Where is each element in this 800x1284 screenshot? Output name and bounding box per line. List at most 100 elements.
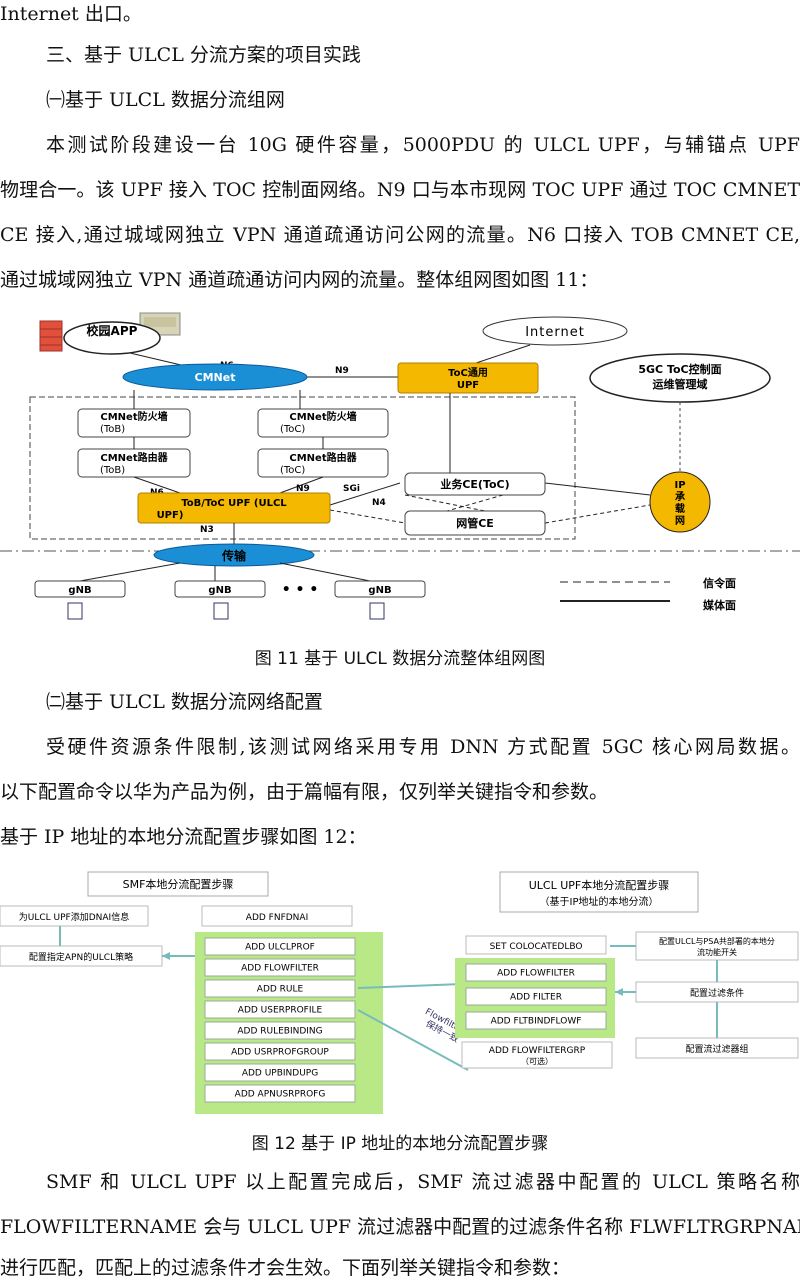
paragraph-line: 本测试阶段建设一台 10G 硬件容量，5000PDU 的 ULCL UPF，与辅… <box>46 134 800 156</box>
ue-icon <box>369 602 385 620</box>
figure-11-network-diagram: 校园APP Internet N6 N9 CMNet ToC通用 UPF 5GC… <box>0 312 800 620</box>
ip-label-4: 网 <box>675 515 685 527</box>
ip-label-2: 承 <box>675 491 685 503</box>
paragraph-line: 物理合一。该 UPF 接入 TOC 控制面网络。N9 口与本市现网 TOC UP… <box>0 179 800 201</box>
smf-cmd-label: ADD ULCLPROF <box>245 943 315 953</box>
ue-icon <box>213 602 229 620</box>
ip-label-1: IP <box>674 480 685 491</box>
upf-title-box <box>499 871 699 913</box>
upf-cmd-label: ADD FLTBINDFLOWF <box>491 1017 582 1027</box>
router-tob-label-2: (ToB) <box>100 465 125 476</box>
toc-upf-label-1: ToC通用 <box>448 367 488 379</box>
ip-label-3: 载 <box>675 502 685 515</box>
smf-cmd-label: ADD USERPROFILE <box>238 1006 323 1016</box>
smf-title-box <box>87 871 269 897</box>
router-tob-label-1: CMNet路由器 <box>100 451 168 464</box>
upf-cmd-colocatedlbo-label: SET COLOCATEDLBO <box>490 942 583 952</box>
nm-ce-label: 网管CE <box>456 516 494 530</box>
upf-cmd-flowfiltergrp-label-2: （可选） <box>521 1056 553 1066</box>
cmnet-ellipse <box>122 363 308 391</box>
internet-label: Internet <box>525 325 585 340</box>
smf-cmd-box <box>204 1042 356 1061</box>
smf-cmd-label: ADD USRPROFGROUP <box>231 1048 329 1058</box>
paragraph-line: 基于 IP 地址的本地分流配置步骤如图 12： <box>0 826 367 848</box>
smf-cmd-box <box>204 958 356 977</box>
ulcl-upf-label-2: UPF) <box>157 510 184 521</box>
smf-cmd-label: ADD FLOWFILTER <box>241 964 319 974</box>
transport-label: 传输 <box>221 548 247 563</box>
toc-upf-label-2: UPF <box>457 380 479 391</box>
gnb-box-2 <box>174 580 266 598</box>
upf-title-1: ULCL UPF本地分流配置步骤 <box>529 878 670 892</box>
sgi-label: SGi <box>343 484 360 494</box>
n9-mid-label: N9 <box>296 484 310 494</box>
smf-cmd-box <box>204 937 356 956</box>
smf-cmd-fnfdnai-label: ADD FNFDNAI <box>246 913 308 923</box>
upf-side-step-3-label: 配置流过滤器组 <box>685 1043 748 1055</box>
paragraph-line: 通过城域网独立 VPN 通道疏通访问内网的流量。整体组网图如图 11： <box>0 269 599 291</box>
upf-side-step-2-label: 配置过滤条件 <box>690 987 744 999</box>
upf-cmd-colocatedlbo <box>465 935 607 955</box>
gnb-box-3 <box>334 580 426 598</box>
paragraph-line: 以下配置命令以华为产品为例，由于篇幅有限，仅列举关键指令和参数。 <box>0 781 609 803</box>
server-icon <box>39 312 181 352</box>
mgmt-label-2: 运维管理域 <box>653 377 708 391</box>
smf-cmd-box <box>204 1021 356 1040</box>
gnb-box-1 <box>34 580 126 598</box>
transport-ellipse <box>153 543 315 567</box>
paragraph-line: SMF 和 ULCL UPF 以上配置完成后，SMF 流过滤器中配置的 ULCL… <box>46 1171 800 1193</box>
smf-side-step-2-label: 配置指定APN的ULCL策略 <box>29 951 133 963</box>
firewall-toc-label-1: CMNet防火墙 <box>289 410 356 423</box>
router-toc-label-1: CMNet路由器 <box>289 451 357 464</box>
smf-cmd-label: ADD RULE <box>257 985 304 995</box>
smf-cmd-box <box>204 979 356 998</box>
upf-title-2: （基于IP地址的本地分流） <box>540 895 659 908</box>
nm-ce-box <box>404 510 546 536</box>
router-toc-label-2: (ToC) <box>280 465 305 476</box>
firewall-tob-label-2: (ToB) <box>100 424 125 435</box>
figure-12-config-steps: SMF本地分流配置步骤 为ULCL UPF添加DNAI信息 配置指定APN的UL… <box>0 871 799 1114</box>
smf-cmd-label: ADD APNUSRPROFG <box>235 1090 326 1100</box>
upf-cmd-box <box>465 963 607 982</box>
upf-side-step-1-label-2: 流功能开关 <box>697 947 737 957</box>
mgmt-label-1: 5GC ToC控制面 <box>638 362 721 376</box>
gnb-label-3: gNB <box>368 585 391 596</box>
ue-icon <box>67 602 83 620</box>
ulcl-upf-label-1: ToB/ToC UPF (ULCL <box>181 498 287 509</box>
internet-cloud <box>482 316 628 346</box>
smf-side-step-1-label: 为ULCL UPF添加DNAI信息 <box>19 911 129 923</box>
smf-cmd-box <box>204 1000 356 1019</box>
gnb-label-1: gNB <box>68 585 91 596</box>
n3-label: N3 <box>200 525 214 535</box>
toc-upf-box <box>397 362 539 394</box>
smf-cmd-fnfdnai <box>201 905 353 927</box>
figure-11-caption: 图 11 基于 ULCL 数据分流整体组网图 <box>254 649 546 669</box>
paragraph-line: 受硬件资源条件限制,该测试网络采用专用 DNN 方式配置 5GC 核心网局数据。 <box>46 736 800 758</box>
paragraph-line: CE 接入,通过城域网独立 VPN 通道疏通访问公网的流量。N6 口接入 TOB… <box>0 224 800 246</box>
text-line: Internet 出口。 <box>0 3 142 25</box>
upf-cmd-label: ADD FILTER <box>510 993 562 1003</box>
campus-app-cloud <box>63 321 161 355</box>
smf-cmd-label: ADD UPBINDUPG <box>242 1069 318 1079</box>
upf-cmd-flowfiltergrp <box>461 1041 613 1069</box>
n4-label: N4 <box>372 498 386 508</box>
smf-cmd-box <box>204 1063 356 1082</box>
firewall-tob-label-1: CMNet防火墙 <box>100 410 167 423</box>
smf-cmd-box <box>204 1084 356 1103</box>
paragraph-line: FLOWFILTERNAME 会与 ULCL UPF 流过滤器中配置的过滤条件名… <box>0 1216 800 1238</box>
n9-top-label: N9 <box>335 366 349 376</box>
subsection-heading: ㈡基于 ULCL 数据分流网络配置 <box>46 691 323 713</box>
business-ce-box <box>404 472 546 496</box>
subsection-heading: ㈠基于 ULCL 数据分流组网 <box>46 89 285 111</box>
firewall-toc-label-2: (ToC) <box>280 424 305 435</box>
upf-cmd-flowfiltergrp-label-1: ADD FLOWFILTERGRP <box>489 1046 586 1056</box>
upf-side-step-1 <box>635 931 799 961</box>
legend-signal-label: 信令面 <box>703 576 736 590</box>
upf-cmd-box <box>465 1011 607 1030</box>
section-heading: 三、基于 ULCL 分流方案的项目实践 <box>46 44 361 66</box>
smf-title: SMF本地分流配置步骤 <box>123 877 234 891</box>
upf-cmd-box <box>465 987 607 1006</box>
smf-side-step-1 <box>0 905 149 927</box>
ulcl-boundary <box>29 396 576 540</box>
upf-side-step-1-label-1: 配置ULCL与PSA共部署的本地分 <box>659 936 775 946</box>
